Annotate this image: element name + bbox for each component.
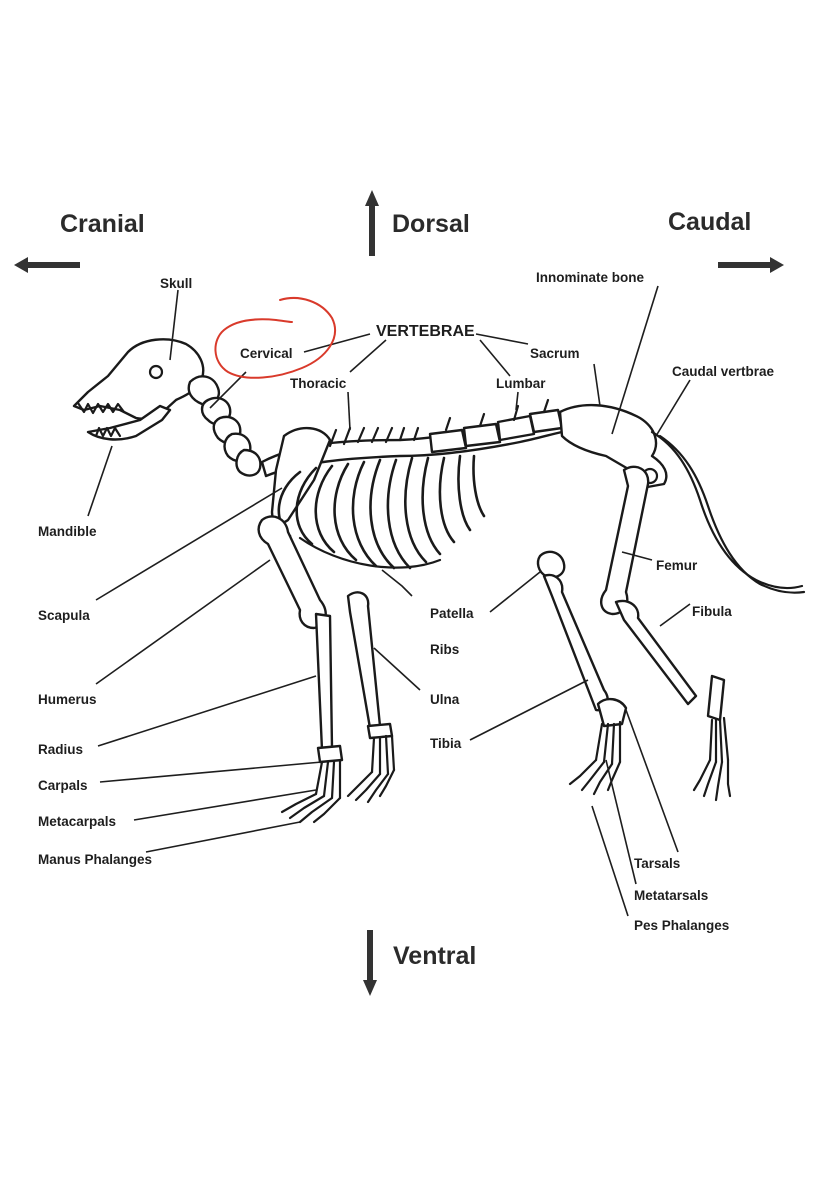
scapula-bone — [270, 427, 332, 524]
leader-lines — [87, 285, 691, 917]
label-carpals: Carpals — [38, 778, 88, 793]
label-scapula: Scapula — [38, 608, 90, 623]
tarsals-hind — [596, 697, 628, 728]
fibula-bone-hind — [614, 599, 698, 706]
direction-cranial: Cranial — [14, 210, 145, 273]
ventral-label: Ventral — [393, 942, 476, 970]
carpals-fore — [316, 744, 344, 764]
label-radius: Radius — [38, 742, 83, 757]
label-innominate-bone: Innominate bone — [536, 270, 644, 285]
rib-cage — [277, 454, 486, 570]
metatarsals-hind — [594, 720, 622, 766]
label-pes-phalanges: Pes Phalanges — [634, 918, 729, 933]
label-mandible: Mandible — [38, 524, 97, 539]
innominate-bone — [558, 403, 668, 490]
label-sacrum: Sacrum — [530, 346, 580, 361]
label-tibia: Tibia — [430, 736, 462, 751]
direction-dorsal: Dorsal — [365, 190, 470, 256]
metacarpals-fore — [314, 758, 342, 800]
label-metacarpals: Metacarpals — [38, 814, 116, 829]
label-patella: Patella — [430, 606, 474, 621]
label-manus-phalanges: Manus Phalanges — [38, 852, 152, 867]
direction-caudal: Caudal — [668, 208, 784, 273]
label-caudal-vertebrae: Caudal vertbrae — [672, 364, 775, 379]
bone-labels: Skull Innominate bone VERTEBRAE Cervical… — [38, 270, 775, 933]
manus-phalanges-fore — [280, 792, 342, 824]
right-arrow-icon — [718, 257, 784, 273]
label-ulna: Ulna — [430, 692, 460, 707]
ulna-bone — [346, 591, 382, 730]
patella-bone — [536, 550, 566, 579]
lumbar-vertebrae — [428, 398, 564, 454]
thoracic-spines — [328, 426, 420, 448]
up-arrow-icon — [365, 190, 379, 256]
caudal-vertebrae-tail — [650, 430, 804, 590]
label-cervical: Cervical — [240, 346, 293, 361]
femur-bone — [600, 465, 650, 616]
red-highlight-circle — [214, 297, 337, 379]
humerus-bone — [257, 515, 327, 630]
label-femur: Femur — [656, 558, 698, 573]
label-humerus: Humerus — [38, 692, 97, 707]
label-skull: Skull — [160, 276, 192, 291]
label-fibula: Fibula — [692, 604, 732, 619]
pes-phalanges-hind — [568, 758, 622, 796]
left-arrow-icon — [14, 257, 80, 273]
label-vertebrae: VERTEBRAE — [376, 323, 475, 340]
cranial-label: Cranial — [60, 210, 145, 238]
down-arrow-icon — [363, 930, 377, 996]
dorsal-label: Dorsal — [392, 210, 470, 238]
skeleton-drawing — [72, 338, 806, 824]
label-thoracic: Thoracic — [290, 376, 347, 391]
cervical-vertebrae — [187, 375, 262, 477]
caudal-label: Caudal — [668, 208, 751, 236]
label-ribs: Ribs — [430, 642, 459, 657]
direction-ventral: Ventral — [363, 930, 476, 996]
label-lumbar: Lumbar — [496, 376, 546, 391]
label-tarsals: Tarsals — [634, 856, 680, 871]
skull-bone — [72, 338, 205, 420]
radius-bone — [314, 612, 334, 752]
label-metatarsals: Metatarsals — [634, 888, 708, 903]
tibia-bone — [542, 573, 609, 712]
